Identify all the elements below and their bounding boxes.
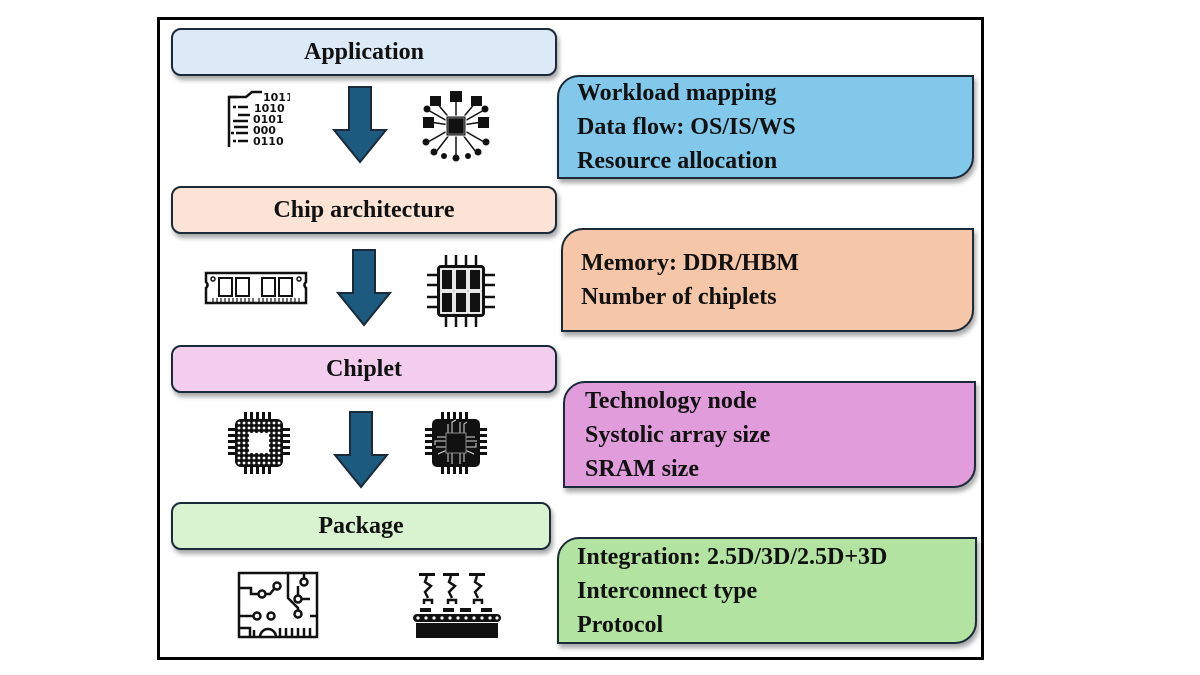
die-dot [237, 451, 241, 455]
die-dot [277, 436, 281, 440]
die-dot [262, 426, 266, 430]
detail-item: Memory: DDR/HBM [581, 250, 799, 276]
detail-item: Resource allocation [577, 148, 778, 174]
die-dot [242, 421, 246, 425]
assembly-line-icon [413, 573, 501, 638]
die-dot [272, 431, 276, 435]
details-chip-architecture: Memory: DDR/HBM Number of chiplets [561, 228, 974, 332]
svg-text:1010: 1010 [254, 102, 285, 115]
detail-item: Technology node [585, 387, 757, 414]
die-dot [247, 456, 251, 460]
die-dot [267, 426, 271, 430]
detail-item: Workload mapping [577, 80, 777, 106]
stage-chip-architecture: Chip architecture [171, 186, 557, 234]
circuit-board-icon [237, 571, 319, 639]
die-dot [257, 461, 261, 465]
die-dot [277, 431, 281, 435]
svg-text:0110: 0110 [253, 135, 284, 148]
die-dot [277, 441, 281, 445]
die-dot [237, 461, 241, 465]
detail-item: Integration: 2.5D/3D/2.5D+3D [577, 543, 888, 570]
die-dot [252, 456, 256, 460]
down-arrow-icon [336, 249, 392, 327]
details-package: Integration: 2.5D/3D/2.5D+3D Interconnec… [557, 537, 977, 644]
details-chiplet: Technology node Systolic array size SRAM… [563, 381, 976, 488]
die-dot [272, 426, 276, 430]
die-dot [277, 421, 281, 425]
die-dot [237, 431, 241, 435]
die-dot [277, 456, 281, 460]
die-dot [237, 441, 241, 445]
die-dot [247, 461, 251, 465]
die-dot [242, 446, 246, 450]
detail-item: Interconnect type [577, 577, 758, 604]
microchip-circuit-icon [425, 412, 487, 474]
die-dot [272, 446, 276, 450]
die-dot [252, 461, 256, 465]
die-dot [237, 446, 241, 450]
die-dot [277, 461, 281, 465]
die-dot [257, 421, 261, 425]
die-dot [257, 456, 261, 460]
chip-die-icon [228, 412, 290, 474]
die-dot [237, 456, 241, 460]
die-dot [242, 451, 246, 455]
die-dot [252, 426, 256, 430]
stage-label: Chiplet [325, 355, 402, 382]
die-dot [242, 431, 246, 435]
die-dot [272, 436, 276, 440]
die-dot [247, 426, 251, 430]
die-dot [247, 421, 251, 425]
die-dot [277, 451, 281, 455]
stage-application: Application [171, 28, 557, 76]
die-dot [237, 436, 241, 440]
die-dot [257, 426, 261, 430]
down-arrow-icon [332, 86, 388, 164]
die-dot [242, 456, 246, 460]
stage-package: Package [171, 502, 551, 550]
die-dot [272, 461, 276, 465]
die-dot [267, 421, 271, 425]
memory-module-icon [204, 271, 308, 305]
die-dot [277, 426, 281, 430]
die-dot [272, 451, 276, 455]
details-application: Workload mapping Data flow: OS/IS/WS Res… [557, 75, 974, 179]
svg-text:0101: 0101 [253, 113, 284, 126]
stage-chiplet: Chiplet [171, 345, 557, 393]
detail-item: SRAM size [585, 455, 699, 482]
stage-label: Package [318, 512, 404, 539]
neural-network-icon [422, 91, 490, 162]
die-dot [267, 461, 271, 465]
die-dot [242, 461, 246, 465]
die-dot [262, 421, 266, 425]
die-dot [242, 441, 246, 445]
die-dot [267, 456, 271, 460]
binary-code-icon: 1011 1010 0101 000 0110 [227, 90, 290, 148]
die-dot [242, 426, 246, 430]
die-dot [262, 456, 266, 460]
svg-text:1011: 1011 [263, 91, 290, 104]
die-dot [237, 421, 241, 425]
die-dot [237, 426, 241, 430]
detail-item: Data flow: OS/IS/WS [577, 114, 796, 140]
die-dot [262, 461, 266, 465]
die-dot [242, 436, 246, 440]
die-dot [272, 441, 276, 445]
detail-item: Systolic array size [585, 421, 771, 448]
stage-label: Application [303, 38, 425, 65]
stage-label: Chip architecture [273, 196, 455, 223]
die-dot [277, 446, 281, 450]
die-dot [252, 421, 256, 425]
svg-text:000: 000 [253, 124, 276, 137]
down-arrow-icon [333, 411, 389, 489]
die-dot [272, 456, 276, 460]
die-dot [272, 421, 276, 425]
detail-item: Protocol [577, 611, 664, 638]
detail-item: Number of chiplets [581, 284, 777, 310]
multi-core-processor-icon [427, 255, 495, 327]
